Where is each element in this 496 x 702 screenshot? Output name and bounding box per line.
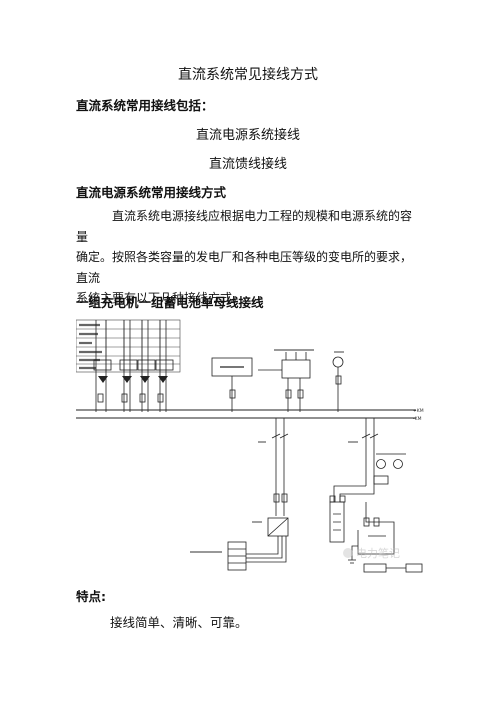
document-title: 直流系统常见接线方式 [178,67,318,83]
paragraph-line: 直流系统电源接线应根据电力工程的规模和电源系统的容量 [76,209,413,244]
watermark: 电力笔记 [343,546,400,560]
dc-bus [76,409,416,419]
paragraph-line: 系统主要有以下几种接线方式。 [76,291,245,305]
wiring-diagram: +KM -KM [76,319,424,573]
watermark-text: 电力笔记 [356,546,400,560]
battery-monitor-unit [258,349,314,412]
voltmeter-top [332,351,344,412]
charger-modules [93,320,174,412]
list-item-power-system: 直流电源系统接线 [195,128,300,143]
paragraph-line: 确定。按照各类容量的发电厂和各种电压等级的变电所的要求，直流 [76,250,413,285]
monitor-unit [211,357,253,412]
features-text: 接线简单、清晰、可靠。 [110,615,248,630]
charger-branch [190,418,289,571]
intro-heading: 直流系统常用接线包括： [76,98,214,113]
power-system-heading: 直流电源系统常用接线方式 [76,185,227,200]
scheme-heading: 一组充电机一组蓄电池单母线接线 [76,295,264,310]
bus-label-positive: +KM [413,408,424,414]
intro-paragraph: 直流系统电源接线应根据电力工程的规模和电源系统的容量 确定。按照各类容量的发电厂… [76,206,420,309]
list-item-feeder: 直流馈线接线 [208,157,287,172]
bus-label-negative: -KM [413,416,422,422]
diagram-table [76,319,181,373]
battery-branch [329,418,423,573]
features-heading: 特点: [76,589,106,604]
